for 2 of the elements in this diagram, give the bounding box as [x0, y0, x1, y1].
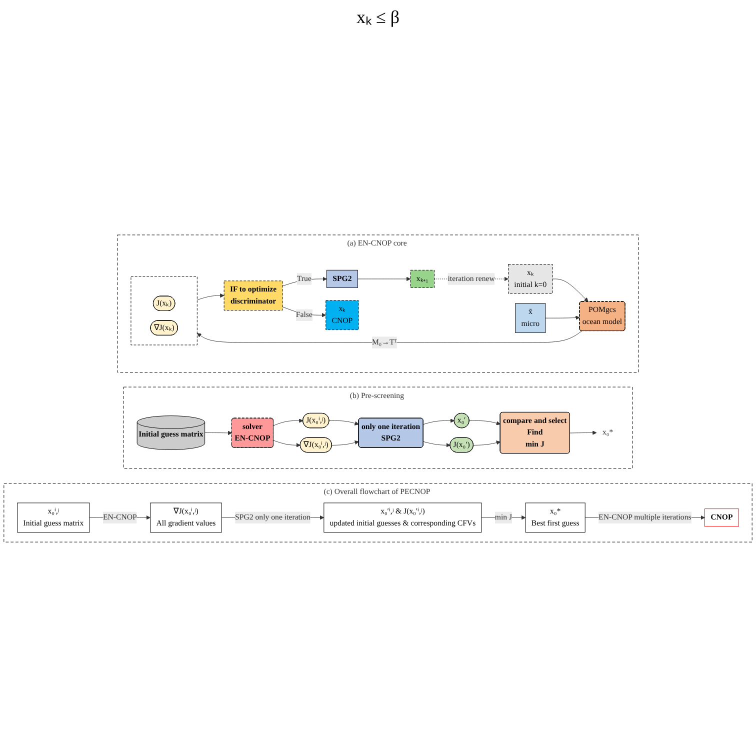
condition-note: xₖ ≤ β — [356, 7, 400, 27]
cluster — [130, 276, 198, 346]
